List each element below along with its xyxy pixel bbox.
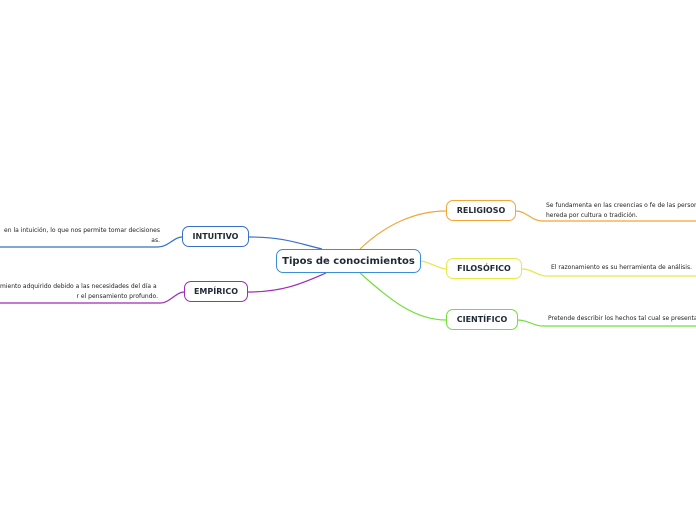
note-empirico-line: r el pensamiento profundo.: [76, 293, 159, 300]
note-intuitivo: en la intuición, lo que nos permite toma…: [0, 226, 160, 246]
note-empirico-line: miento adquirido debido a las necesidade…: [0, 283, 158, 290]
connector-empirico: [247, 272, 327, 293]
topic-empirico[interactable]: EMPÍRICO: [184, 281, 248, 302]
connector-intuitivo: [248, 236, 323, 250]
connector-cientifico: [359, 272, 447, 321]
note-cientifico: Pretende describir los hechos tal cual s…: [548, 314, 696, 324]
note-religioso-line: Se fundamenta en las creencias o fe de l…: [546, 202, 696, 209]
note-religioso: Se fundamenta en las creencias o fe de l…: [546, 201, 696, 221]
note-filosofico: El razonamiento es su herramienta de aná…: [551, 263, 696, 273]
topic-empirico-label: EMPÍRICO: [193, 287, 239, 296]
note-empirico: miento adquirido debido a las necesidade…: [0, 282, 158, 302]
underline-cientifico: [517, 319, 696, 327]
topic-intuitivo-label: INTUITIVO: [192, 232, 239, 241]
topic-cientifico-label: CIENTÍFICO: [456, 315, 508, 324]
topic-filosofico-label: FILOSÓFICO: [457, 264, 511, 273]
underline-filosofico: [521, 268, 696, 277]
topic-religioso[interactable]: RELIGIOSO: [446, 200, 516, 221]
underline-empirico: [0, 291, 185, 304]
note-intuitivo-line: as.: [151, 237, 160, 244]
topic-religioso-label: RELIGIOSO: [456, 206, 506, 215]
central-topic[interactable]: Tipos de conocimientos: [276, 249, 421, 273]
connector-filosofico: [420, 260, 447, 270]
note-cientifico-line: Pretende describir los hechos tal cual s…: [548, 315, 696, 322]
note-filosofico-line: El razonamiento es su herramienta de aná…: [551, 264, 692, 271]
topic-intuitivo[interactable]: INTUITIVO: [182, 226, 249, 247]
note-intuitivo-line: en la intuición, lo que nos permite toma…: [4, 227, 160, 234]
central-topic-label: Tipos de conocimientos: [282, 255, 415, 267]
topic-filosofico[interactable]: FILOSÓFICO: [446, 258, 522, 279]
underline-intuitivo: [0, 236, 183, 248]
connector-religioso: [359, 210, 447, 250]
topic-cientifico[interactable]: CIENTÍFICO: [446, 309, 518, 330]
underline-religioso: [515, 210, 696, 222]
note-religioso-line: hereda por cultura o tradición.: [546, 212, 638, 219]
